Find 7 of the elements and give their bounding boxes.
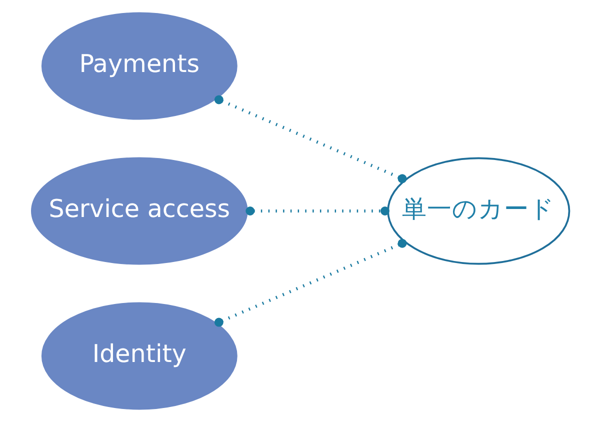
- node-ellipse: 単一のカード: [386, 157, 570, 265]
- connector: [214, 238, 406, 327]
- node-ellipse: Payments: [40, 12, 237, 120]
- connector: [245, 206, 389, 216]
- connector: [214, 95, 406, 184]
- node-ellipse: Identity: [40, 302, 237, 410]
- node-ellipse: Service access: [30, 157, 248, 265]
